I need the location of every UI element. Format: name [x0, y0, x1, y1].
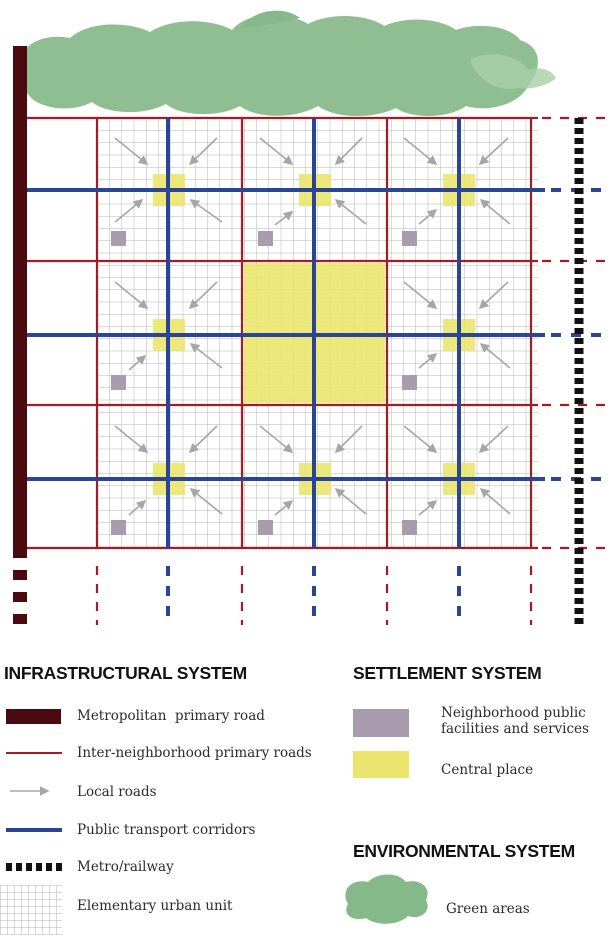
metropolitan-road: [13, 46, 27, 558]
legend-label-facilities-line2: facilities and services: [441, 721, 589, 737]
legend-label-metropolitan-road: Metropolitan primary road: [77, 708, 265, 724]
central-place-swatch: [353, 751, 409, 778]
environmental-system-heading: ENVIRONMENTAL SYSTEM: [353, 841, 575, 861]
local-road-arrows: [114, 137, 511, 516]
metropolitan-road-extension: [13, 570, 27, 624]
legend-label-local-roads: Local roads: [77, 784, 157, 800]
legend-label-green-areas: Green areas: [446, 901, 530, 917]
legend-label-inter-neighborhood-roads: Inter-neighborhood primary roads: [77, 745, 312, 761]
legend-label-urban-unit: Elementary urban unit: [77, 898, 233, 914]
urban-unit-grid-icon: [0, 885, 62, 935]
metropolitan-road-swatch: [6, 709, 61, 724]
public-facilities: [111, 231, 417, 535]
infrastructural-system-heading: INFRASTRUCTURAL SYSTEM: [4, 663, 247, 683]
legend-label-public-transport: Public transport corridors: [77, 822, 256, 838]
green-area-blob-icon: [345, 874, 428, 924]
inter-neighborhood-road-extensions: [95, 116, 610, 625]
public-transport-corridors: [26, 118, 545, 548]
legend-label-metro-railway: Metro/railway: [77, 859, 174, 875]
legend-label-facilities-line1: Neighborhood public: [441, 705, 586, 721]
facilities-swatch: [353, 709, 409, 737]
public-transport-extensions: [166, 188, 610, 625]
green-area: [17, 10, 556, 117]
settlement-system-heading: SETTLEMENT SYSTEM: [353, 663, 542, 683]
legend-label-central-place: Central place: [441, 762, 534, 778]
